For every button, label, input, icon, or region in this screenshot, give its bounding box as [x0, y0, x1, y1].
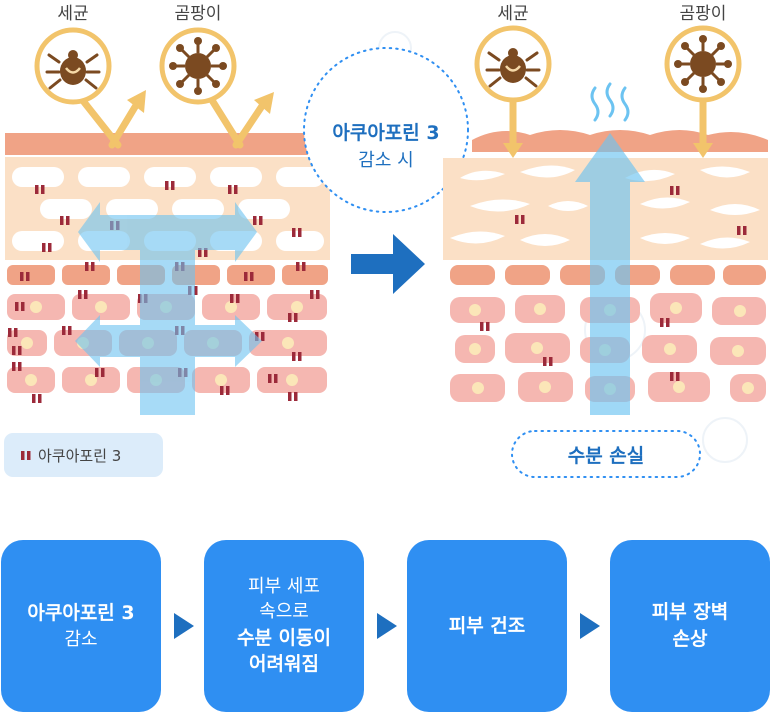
bacteria-badge-left: [34, 27, 146, 149]
legend-label: 아쿠아포린 3: [38, 447, 121, 465]
flow-step-4-line-2: 손상: [672, 628, 708, 650]
bacteria-label-left: 세균: [57, 4, 88, 24]
water-loss-pill: [511, 430, 701, 478]
center-bubble: [303, 47, 469, 213]
center-bubble-subtitle: 감소 시: [358, 150, 413, 171]
mold-icon: [672, 33, 734, 95]
flow-arrow-icon: [377, 613, 397, 639]
damaged-skin: [443, 82, 768, 415]
evaporation-waves: [590, 82, 630, 122]
center-bubble-title: 아쿠아포린 3: [332, 122, 439, 144]
mold-label-left: 곰팡이: [175, 4, 222, 24]
flow-step-2: 피부 세포 속으로 수분 이동이 어려워짐: [204, 540, 364, 712]
flow-step-2-line-3: 수분 이동이: [236, 626, 331, 649]
flow-step-1-line-2: 감소: [64, 628, 98, 650]
damaged-surface-layer: [472, 130, 768, 152]
mold-badge-right: [664, 25, 742, 158]
bacteria-label-right: 세균: [497, 4, 528, 24]
bacteria-badge-right: [474, 25, 552, 158]
flow-step-3: 피부 건조: [407, 540, 567, 712]
flow-step-4-line-1: 피부 장벽: [651, 601, 729, 624]
mold-label-right: 곰팡이: [680, 4, 727, 24]
skin-surface-layer: [5, 133, 330, 155]
flow-step-2-line-2: 속으로: [259, 601, 309, 623]
water-loss-arrow: [575, 133, 645, 415]
flow-arrow-icon: [580, 613, 600, 639]
transition-arrow: [351, 234, 425, 294]
water-loss-label: 수분 손실: [568, 445, 645, 467]
skin-illustration: 세균 곰팡이 세균 곰팡이 아쿠아포린 3 감소 시 아쿠아포린 3 수분 손실: [4, 4, 768, 478]
flow-arrow-icon: [174, 613, 194, 639]
flow-step-3-line-1: 피부 건조: [448, 614, 526, 637]
water-flow-arrows: [75, 202, 262, 415]
flow-step-1: 아쿠아포린 3 감소: [1, 540, 161, 712]
flow-step-2-line-4: 어려워짐: [249, 653, 319, 676]
flow-step-2-line-1: 피부 세포: [248, 576, 320, 598]
damaged-corneocytes: [450, 165, 760, 249]
mold-badge-left: [159, 27, 274, 149]
flow-step-4: 피부 장벽 손상: [610, 540, 770, 712]
legend-badge: [4, 433, 163, 477]
flow-step-1-line-1: 아쿠아포린 3: [27, 602, 135, 625]
mold-icon: [167, 35, 229, 97]
healthy-skin: [5, 133, 330, 415]
